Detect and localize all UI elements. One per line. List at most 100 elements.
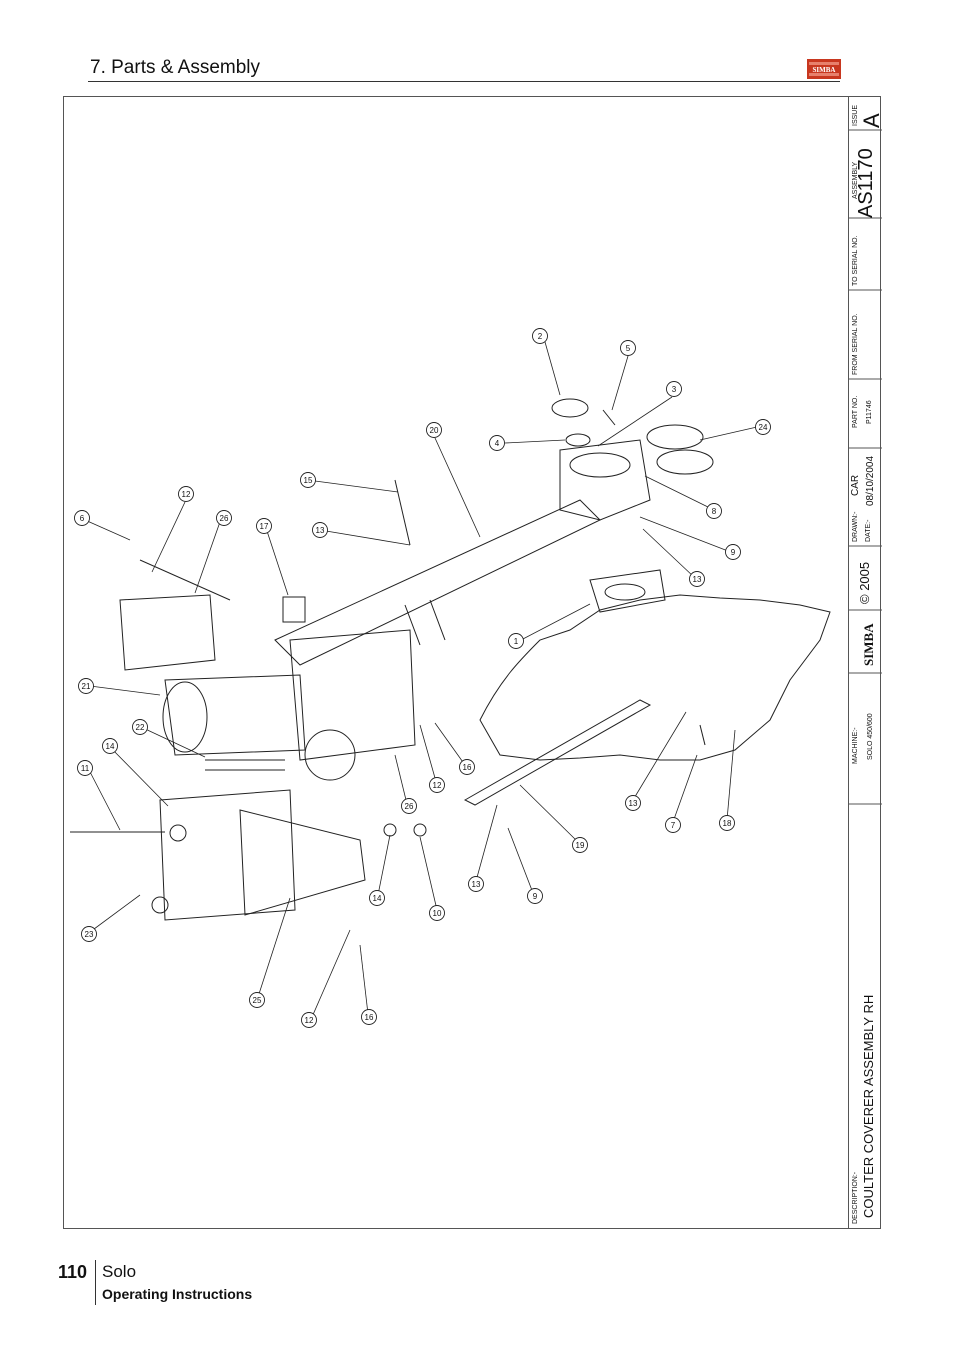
- description-value: COULTER COVERER ASSEMBLY RH: [861, 994, 876, 1218]
- simba-logo: SIMBA: [807, 59, 841, 79]
- assembly-value: AS1170: [855, 148, 877, 218]
- bearing-lower: [656, 449, 714, 475]
- callout-bubble: 13: [468, 876, 484, 892]
- callout-label: 20: [430, 426, 439, 435]
- callout-label: 17: [260, 522, 269, 531]
- callout-label: 5: [626, 344, 631, 353]
- callout-bubble: 16: [459, 759, 475, 775]
- callout-bubble: 13: [689, 571, 705, 587]
- callout-label: 11: [81, 764, 90, 773]
- callout-bubble: 19: [572, 837, 588, 853]
- callout-label: 18: [723, 819, 732, 828]
- callout-bubble: 5: [620, 340, 636, 356]
- product-name: Solo: [102, 1262, 137, 1281]
- to-serial-label: TO SERIAL NO.: [852, 235, 859, 286]
- description-label: DESCRIPTION:-: [852, 1171, 859, 1224]
- callout-label: 13: [316, 526, 325, 535]
- hub-flange: [589, 569, 666, 613]
- issue-value: A: [859, 113, 884, 128]
- callout-bubble: 8: [706, 503, 722, 519]
- header-divider: [88, 81, 840, 82]
- callout-label: 22: [136, 723, 145, 732]
- machine-label: MACHINE:-: [852, 727, 859, 764]
- page-number: 110: [58, 1262, 88, 1282]
- callout-bubble: 21: [78, 678, 94, 694]
- callout-label: 26: [405, 802, 414, 811]
- logo-text: SIMBA: [813, 66, 836, 74]
- callout-label: 7: [671, 821, 676, 830]
- callout-label: 14: [373, 894, 382, 903]
- callout-bubble: 23: [81, 926, 97, 942]
- callout-bubble: 26: [401, 798, 417, 814]
- callout-bubble: 25: [249, 992, 265, 1008]
- cylinder-body: [164, 674, 306, 756]
- callout-bubble: 24: [755, 419, 771, 435]
- callout-label: 2: [538, 332, 543, 341]
- section-title: 7. Parts & Assembly: [90, 57, 261, 78]
- scraper-arm: [463, 699, 652, 806]
- date-value: 08/10/2004: [865, 455, 876, 506]
- callout-label: 3: [672, 385, 677, 394]
- callout-bubble: 2: [532, 328, 548, 344]
- leader-lines: [84, 341, 758, 1018]
- callout-bubble: 1: [508, 633, 524, 649]
- callout-bubble: 18: [719, 815, 735, 831]
- title-block: ISSUE A ASSEMBLY AS1170 TO SERIAL NO. FR…: [848, 96, 884, 1229]
- callout-label: 16: [463, 763, 472, 772]
- callout-bubble: 14: [102, 738, 118, 754]
- callout-bubble: 22: [132, 719, 148, 735]
- callout-label: 24: [759, 423, 768, 432]
- callout-bubble: 14: [369, 890, 385, 906]
- callout-label: 4: [495, 439, 500, 448]
- callout-label: 26: [220, 514, 229, 523]
- callout-label: 12: [182, 490, 191, 499]
- callout-label: 8: [712, 507, 717, 516]
- date-label: DATE:-: [865, 519, 872, 542]
- drawn-label: DRAWN:-: [852, 511, 859, 542]
- callout-bubble: 7: [665, 817, 681, 833]
- callout-label: 14: [106, 742, 115, 751]
- manual-subtitle: Operating Instructions: [102, 1286, 253, 1302]
- callout-bubble: 13: [312, 522, 328, 538]
- callout-label: 1: [514, 637, 519, 646]
- callout-bubble: 4: [489, 435, 505, 451]
- title-block-logo: SIMBA: [861, 623, 876, 666]
- seal-cap: [551, 398, 589, 418]
- callout-label: 6: [80, 514, 85, 523]
- machine-value: SOLO 450/600: [867, 713, 874, 760]
- title-block-logo-text: SIMBA: [861, 623, 876, 666]
- callout-bubble: 10: [429, 905, 445, 921]
- callout-bubble: 17: [256, 518, 272, 534]
- callout-label: 9: [731, 548, 736, 557]
- from-serial-label: FROM SERIAL NO.: [852, 313, 859, 375]
- callout-label: 10: [433, 909, 442, 918]
- callout-bubble: 9: [725, 544, 741, 560]
- callout-label: 19: [576, 841, 585, 850]
- callout-label: 21: [82, 682, 91, 691]
- grease-block: [282, 596, 306, 623]
- drawing-frame: [63, 96, 881, 1229]
- callout-bubble: 16: [361, 1009, 377, 1025]
- part-no-value: P11746: [866, 400, 873, 424]
- bearing-upper: [646, 424, 704, 450]
- hub-body: [559, 439, 651, 521]
- callout-label: 13: [629, 799, 638, 808]
- callout-bubble: 13: [625, 795, 641, 811]
- callout-bubble: 12: [178, 486, 194, 502]
- lower-frame: [159, 789, 296, 921]
- callout-label: 13: [693, 575, 702, 584]
- footer-divider: [95, 1260, 96, 1305]
- exploded-assembly-drawing: 2 5 3 4 24 20 15 8 9 13 17 1 6 12 26 13 …: [70, 328, 831, 1028]
- callout-label: 25: [253, 996, 262, 1005]
- clamp-bracket: [289, 629, 416, 761]
- part-no-label: PART NO.: [852, 395, 859, 428]
- callout-bubble: 11: [77, 760, 93, 776]
- callout-label: 9: [533, 892, 538, 901]
- callout-label: 16: [365, 1013, 374, 1022]
- callout-bubble: 3: [666, 381, 682, 397]
- callout-label: 23: [85, 930, 94, 939]
- callout-bubble: 12: [301, 1012, 317, 1028]
- copyright: © 2005: [857, 561, 872, 604]
- callout-bubble: 20: [426, 422, 442, 438]
- callout-bubble: 6: [74, 510, 90, 526]
